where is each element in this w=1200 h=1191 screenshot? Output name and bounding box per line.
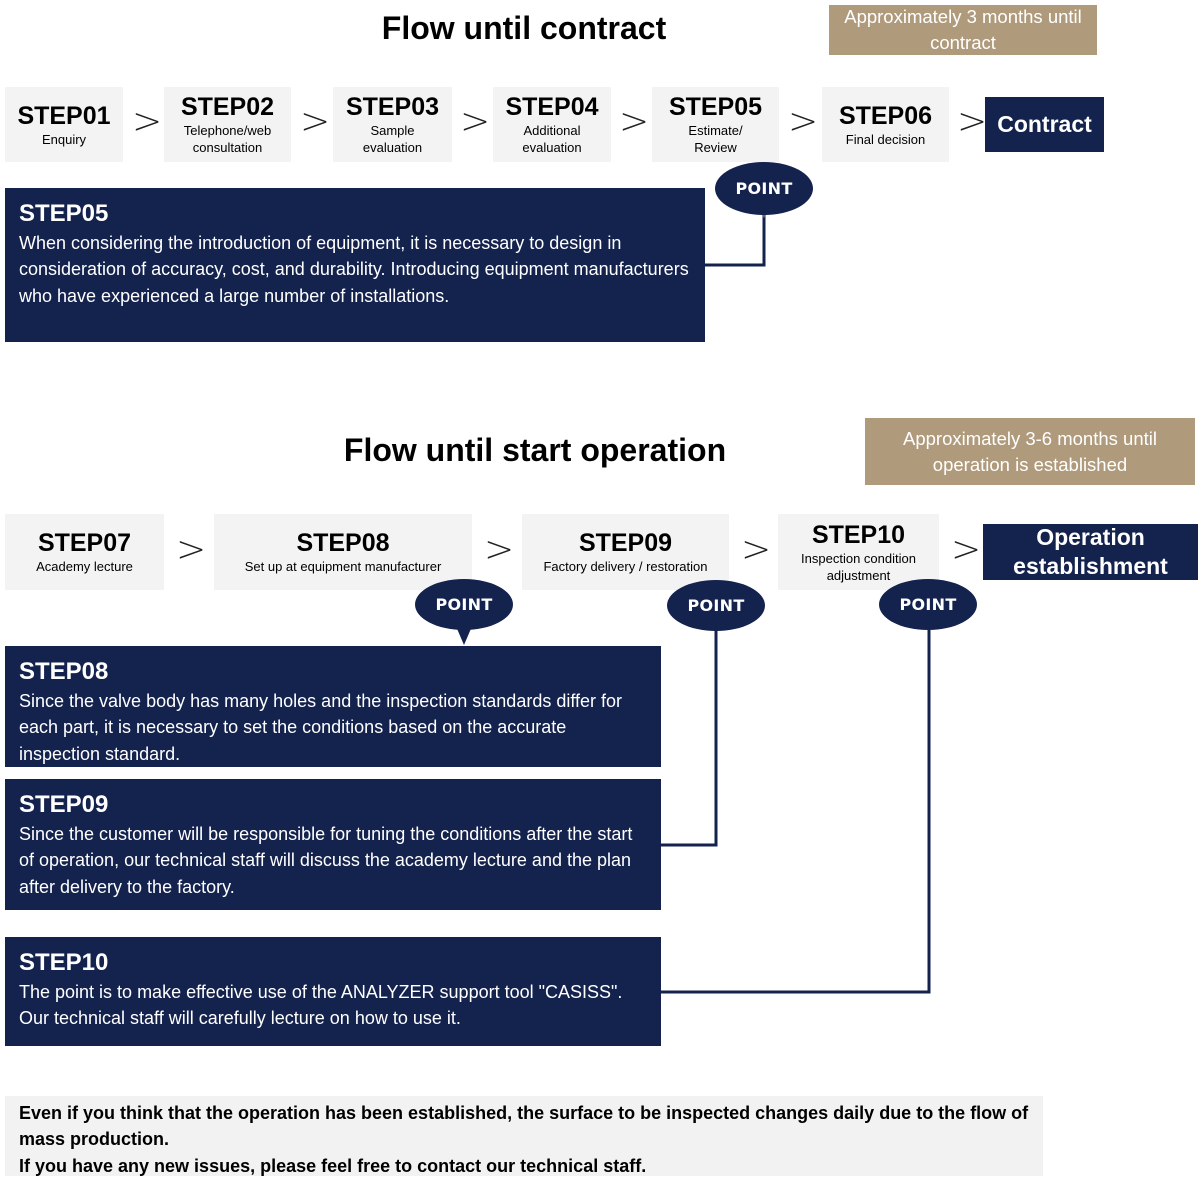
arrow-icon: >: [300, 101, 331, 142]
step-title: STEP08: [296, 529, 390, 557]
detail-text: Since the customer will be responsible f…: [19, 824, 633, 897]
arrow-icon: >: [619, 101, 650, 142]
arrow-icon: >: [957, 101, 988, 142]
detail-box-step05: STEP05 When considering the introduction…: [5, 188, 705, 342]
arrow-icon: >: [176, 529, 207, 570]
step-box-08: STEP08 Set up at equipment manufacturer: [214, 514, 472, 590]
point-badge-step10: POINT: [879, 579, 977, 630]
step-box-02: STEP02 Telephone/web consultation: [164, 87, 291, 162]
step-box-09: STEP09 Factory delivery / restoration: [522, 514, 729, 590]
section-title-contract: Flow until contract: [381, 10, 667, 46]
detail-title: STEP10: [19, 949, 109, 976]
step-box-01: STEP01 Enquiry: [5, 87, 123, 162]
step-subtitle: Inspection condition adjustment: [801, 550, 916, 583]
point-badge-step05: POINT: [715, 162, 813, 215]
detail-text: The point is to make effective use of th…: [19, 982, 623, 1029]
detail-title: STEP09: [19, 791, 109, 818]
connector-step05: [705, 210, 766, 267]
step-box-06: STEP06 Final decision: [822, 87, 949, 162]
duration-badge-contract: Approximately 3 months until contract: [829, 5, 1097, 55]
step-title: STEP03: [345, 93, 440, 121]
footer-note-line2: If you have any new issues, please feel …: [19, 1155, 647, 1176]
arrow-icon: >: [951, 529, 982, 570]
footer-note: Even if you think that the operation has…: [5, 1096, 1043, 1176]
detail-title: STEP05: [19, 200, 109, 227]
contract-end-box: Contract: [985, 97, 1104, 152]
step-subtitle: Additional evaluation: [522, 123, 582, 155]
arrow-icon: >: [741, 529, 772, 570]
connector-step09: [661, 628, 718, 847]
step-subtitle: Enquiry: [41, 131, 87, 147]
step-title: STEP01: [17, 101, 111, 130]
connector-step10: [661, 628, 931, 994]
detail-box-step10: STEP10 The point is to make effective us…: [5, 937, 661, 1046]
point-badge-step08: POINT: [415, 579, 513, 630]
detail-text: When considering the introduction of equ…: [19, 233, 689, 306]
step-subtitle: Factory delivery / restoration: [543, 559, 708, 574]
duration-badge-operation: Approximately 3-6 months until operation…: [865, 418, 1195, 485]
step-title: STEP10: [811, 520, 906, 549]
step-subtitle: Estimate/ Review: [688, 123, 743, 155]
step-title: STEP07: [37, 529, 132, 557]
step-subtitle: Sample evaluation: [362, 123, 423, 155]
detail-text: Since the valve body has many holes and …: [19, 691, 623, 764]
step-box-10: STEP10 Inspection condition adjustment: [778, 514, 939, 590]
detail-box-step08: STEP08 Since the valve body has many hol…: [5, 646, 661, 767]
arrow-icon: >: [484, 529, 515, 570]
step-title: STEP02: [180, 93, 275, 121]
arrow-icon: >: [132, 101, 163, 142]
step-title: STEP04: [505, 93, 599, 121]
step-subtitle: Set up at equipment manufacturer: [244, 559, 442, 574]
step-subtitle: Final decision: [845, 131, 926, 147]
arrow-icon: >: [788, 101, 819, 142]
step-subtitle: Telephone/web consultation: [183, 123, 272, 155]
step-subtitle: Academy lecture: [36, 559, 133, 574]
step-box-05: STEP05 Estimate/ Review: [652, 87, 779, 162]
step-box-07: STEP07 Academy lecture: [5, 514, 164, 590]
detail-box-step09: STEP09 Since the customer will be respon…: [5, 779, 661, 910]
step-title: STEP05: [668, 93, 763, 121]
step-title: STEP09: [578, 529, 673, 557]
footer-note-line1: Even if you think that the operation has…: [19, 1103, 1029, 1150]
point-badge-step09: POINT: [667, 580, 765, 631]
step-box-03: STEP03 Sample evaluation: [333, 87, 452, 162]
step-box-04: STEP04 Additional evaluation: [493, 87, 611, 162]
arrow-icon: >: [460, 101, 491, 142]
step-title: STEP06: [838, 101, 933, 130]
operation-end-box: Operation establishment: [983, 524, 1198, 580]
section-title-operation: Flow until start operation: [343, 432, 727, 468]
detail-title: STEP08: [19, 658, 109, 685]
